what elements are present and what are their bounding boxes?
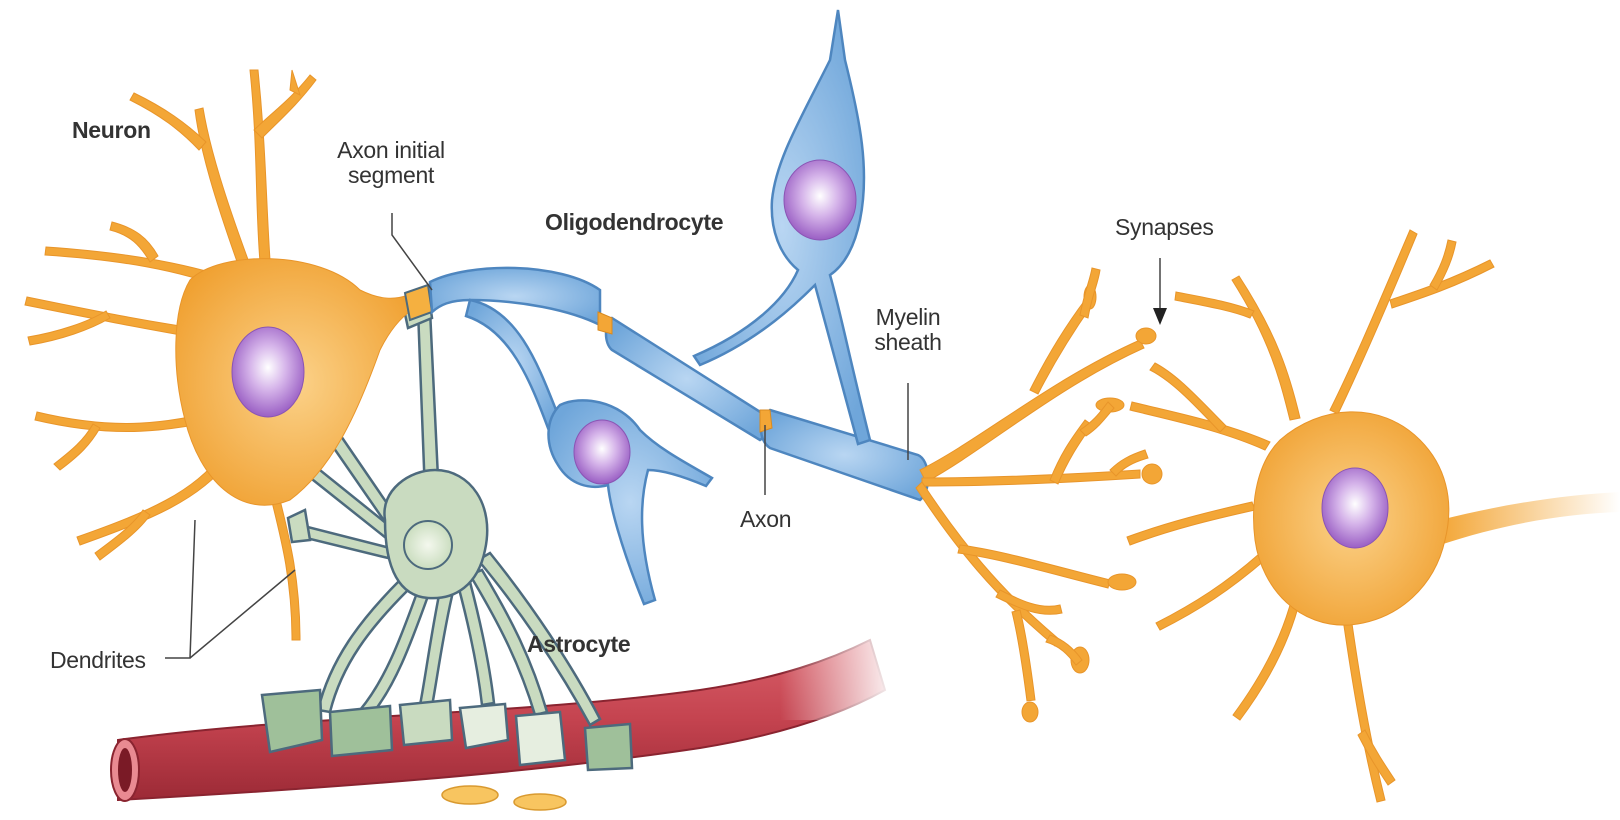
label-neuron: Neuron <box>72 118 151 143</box>
label-myelin-line2: sheath <box>868 330 948 355</box>
label-myelin-sheath: Myelin sheath <box>868 305 948 355</box>
label-axon-initial-segment: Axon initial segment <box>326 138 456 188</box>
axon-terminals <box>916 268 1162 722</box>
label-axon-initial-line1: Axon initial <box>326 138 456 163</box>
label-axon: Axon <box>740 507 791 532</box>
label-axon-initial-line2: segment <box>326 163 456 188</box>
label-oligodendrocyte: Oligodendrocyte <box>545 210 723 235</box>
label-dendrites: Dendrites <box>50 648 146 673</box>
neuron-right <box>1127 230 1620 802</box>
oligodendrocyte-cells <box>430 10 928 604</box>
label-myelin-line1: Myelin <box>868 305 948 330</box>
label-synapses: Synapses <box>1115 215 1214 240</box>
label-astrocyte: Astrocyte <box>527 632 630 657</box>
dendrites-leader <box>165 520 295 658</box>
synapses-arrowhead <box>1153 308 1167 325</box>
axon-initial-leader <box>392 213 432 290</box>
node-of-ranvier <box>598 312 612 334</box>
node-of-ranvier <box>760 410 772 432</box>
